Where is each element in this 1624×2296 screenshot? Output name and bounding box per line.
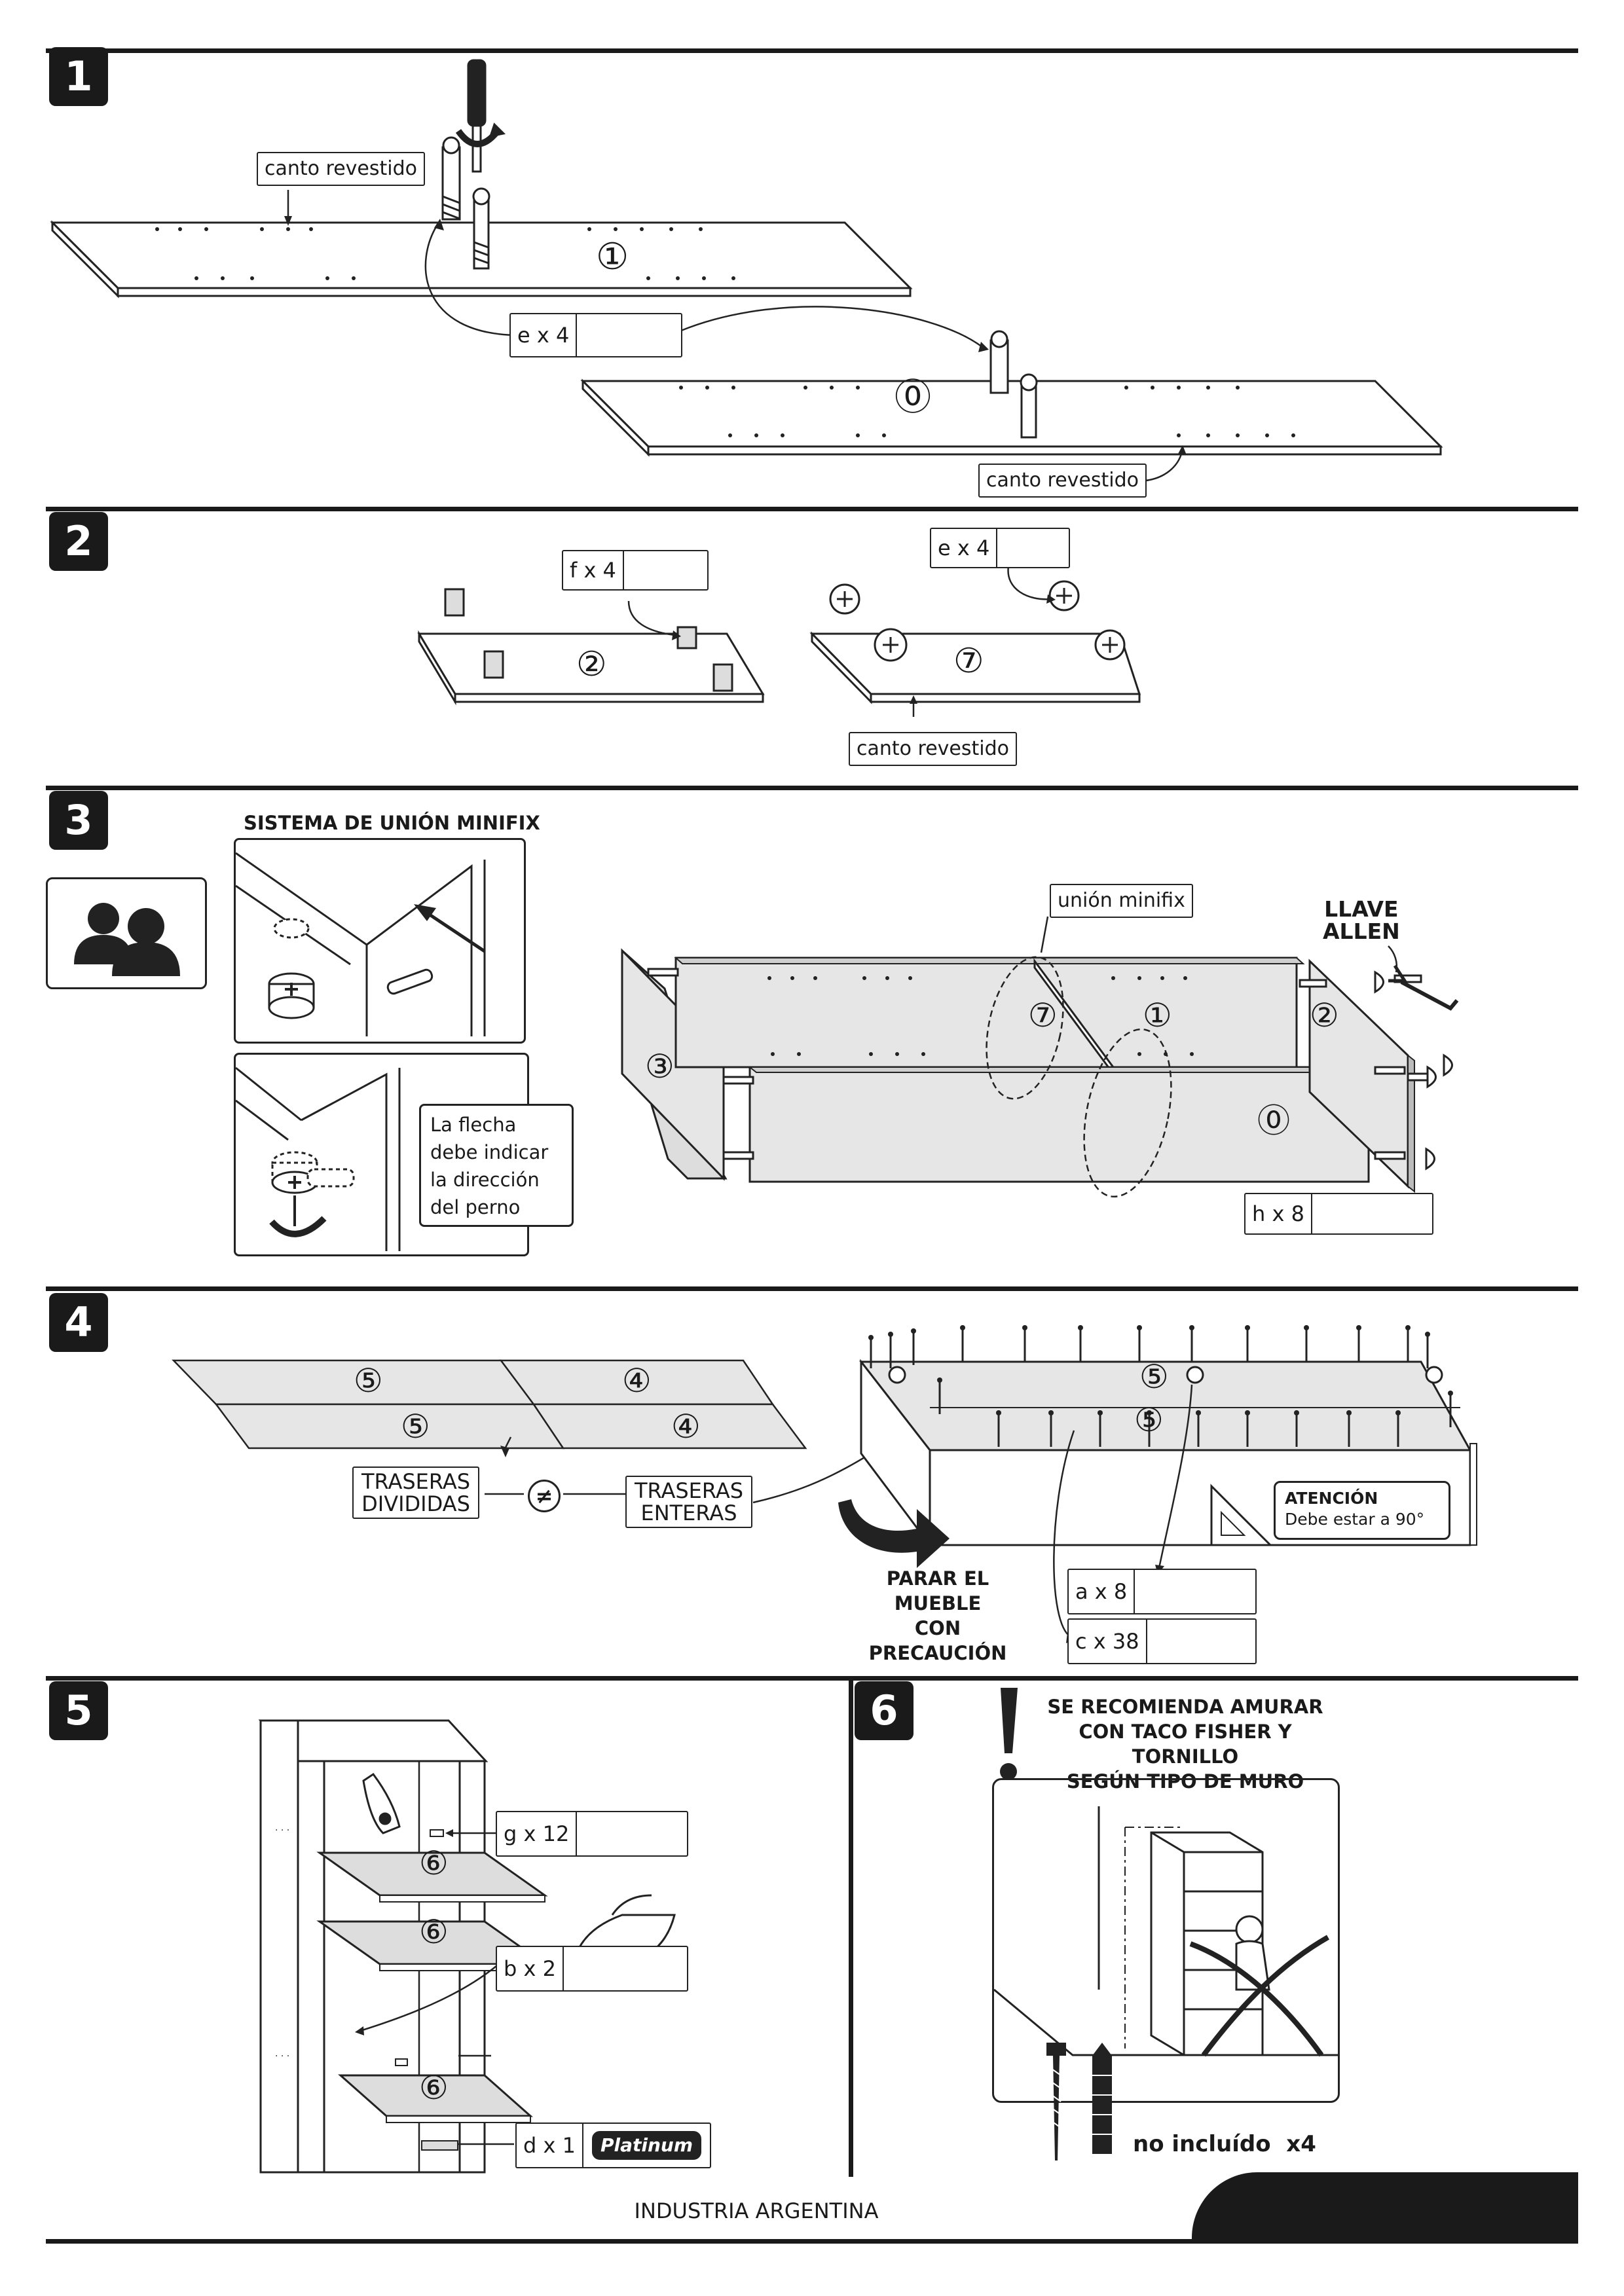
fitting-c-box: c x 38 — [1067, 1618, 1257, 1664]
footer-black-tab — [1192, 2172, 1578, 2241]
not-equal-symbol: ≠ — [528, 1480, 561, 1512]
fitting-h-quantity: h x 8 — [1246, 1194, 1312, 1233]
edge-strip-icon — [564, 1947, 687, 1990]
arrow-note-line-3: la dirección — [430, 1169, 540, 1191]
footer-origin: INDUSTRIA ARGENTINA — [634, 2198, 879, 2223]
canto-revestido-label-step2: canto revestido — [849, 732, 1018, 766]
fitting-e-quantity: e x 4 — [511, 314, 578, 356]
fitting-f-quantity: f x 4 — [563, 551, 624, 589]
minifix-union-label: unión minifix — [1050, 884, 1193, 918]
arrow-note-line-2: debe indicar — [430, 1141, 549, 1163]
section-rule-1 — [46, 48, 1578, 53]
arrow-note-line-4: del perno — [430, 1196, 521, 1218]
step-number-1: 1 — [49, 47, 108, 106]
caution-line-2: CON PRECAUCIÓN — [868, 1617, 1007, 1664]
section-rule-5 — [46, 1676, 1578, 1681]
not-included-note: no incluído x4 — [1133, 2131, 1316, 2157]
fitting-d-quantity: d x 1 — [517, 2124, 583, 2167]
back-part-5-bottom: ⑤ — [401, 1408, 430, 1446]
fitting-b-box: b x 2 — [496, 1946, 688, 1992]
attention-title: ATENCIÓN — [1285, 1489, 1378, 1508]
allen-key-line-1: LLAVE — [1324, 896, 1399, 922]
allen-key-line-2: ALLEN — [1323, 919, 1400, 944]
section-rule-2 — [46, 507, 1578, 511]
canto-revestido-label-top: canto revestido — [257, 152, 426, 186]
part-1-carcass-label: ① — [1143, 996, 1172, 1034]
canto-revestido-label-bottom: canto revestido — [978, 464, 1147, 498]
part-2-carcass-label: ② — [1310, 996, 1339, 1034]
fitting-c-quantity: c x 38 — [1069, 1620, 1147, 1663]
warning-line-1: SE RECOMIENDA AMURAR — [1047, 1696, 1323, 1718]
arrow-note-line-1: La flecha — [430, 1114, 517, 1136]
caution-line-1: PARAR EL MUEBLE — [886, 1567, 989, 1614]
attention-box: ATENCIÓN Debe estar a 90° — [1274, 1481, 1450, 1540]
svg-text:· · ·: · · · — [275, 1825, 289, 1836]
part-0-carcass-label: ⓪ — [1257, 1102, 1290, 1140]
section-divider-vertical — [849, 1676, 853, 2177]
traseras-enteras-label: TRASERAS ENTERAS — [625, 1476, 752, 1528]
minifix-detail-box-1 — [234, 838, 526, 1044]
fitting-b-quantity: b x 2 — [497, 1947, 564, 1990]
step-number-6: 6 — [855, 1681, 913, 1740]
part-7-label: ⑦ — [953, 642, 984, 681]
tipping-warning-frame — [992, 1778, 1340, 2103]
warning-exclamation-icon — [994, 1688, 1020, 1786]
back-part-4-bottom: ④ — [671, 1408, 701, 1446]
part-1-label: ① — [596, 236, 629, 278]
part-0-label: ⓪ — [895, 376, 931, 419]
back-part-4-top: ④ — [622, 1362, 652, 1400]
frame-part-5-top: ⑤ — [1139, 1358, 1169, 1396]
allen-key-label: LLAVE ALLEN — [1323, 898, 1400, 943]
fitting-h-box: h x 8 — [1244, 1193, 1433, 1235]
fitting-g-quantity: g x 12 — [497, 1812, 578, 1855]
section-rule-4 — [46, 1286, 1578, 1291]
arrow-direction-note: La flecha debe indicar la dirección del … — [419, 1104, 574, 1227]
shelf-part-6-middle: ⑥ — [419, 1913, 449, 1951]
fitting-a-box: a x 8 — [1067, 1569, 1257, 1614]
carcass-assembly-illustration — [621, 916, 1459, 1220]
fitting-g-box: g x 12 — [496, 1811, 688, 1857]
section-rule-3 — [46, 786, 1578, 790]
warning-line-3: SEGÚN TIPO DE MURO — [1066, 1770, 1304, 1793]
wall-anchor-warning: SE RECOMIENDA AMURAR CON TACO FISHER Y T… — [1025, 1694, 1346, 1794]
fitting-d-box: d x 1 Platinum — [515, 2123, 711, 2168]
svg-text:· · ·: · · · — [275, 2051, 289, 2062]
shelves-illustration: · · · · · · — [258, 1719, 682, 2174]
caution-note: PARAR EL MUEBLE CON PRECAUCIÓN — [846, 1566, 1029, 1666]
step-number-2: 2 — [49, 512, 108, 571]
attention-text: Debe estar a 90° — [1285, 1510, 1425, 1529]
step-number-3: 3 — [49, 791, 108, 850]
frame-part-5-bottom: ⑤ — [1134, 1401, 1164, 1439]
traseras-divididas-label: TRASERAS DIVIDIDAS — [352, 1467, 479, 1519]
part-3-label: ③ — [645, 1048, 674, 1085]
fitting-e-box-step2: e x 4 — [930, 528, 1070, 568]
shelf-part-6-top: ⑥ — [419, 1844, 449, 1882]
footer-rule — [46, 2239, 1578, 2244]
platinum-logo: Platinum — [591, 2131, 701, 2160]
back-part-5-top: ⑤ — [354, 1362, 383, 1400]
screw-and-plug-icon — [1046, 2043, 1112, 2160]
traseras-divididas-line-1: TRASERAS — [361, 1469, 471, 1494]
part-7-carcass-label: ⑦ — [1028, 996, 1058, 1034]
back-panels-illustration — [172, 1359, 955, 1504]
minifix-system-title: SISTEMA DE UNIÓN MINIFIX — [244, 812, 540, 834]
traseras-divididas-line-2: DIVIDIDAS — [361, 1491, 470, 1516]
warning-line-2: CON TACO FISHER Y TORNILLO — [1079, 1721, 1292, 1768]
step-number-5: 5 — [49, 1681, 108, 1740]
traseras-enteras-line-1: TRASERAS — [634, 1478, 744, 1503]
fitting-e-box-step1: e x 4 — [509, 313, 682, 357]
fitting-e-quantity-step2: e x 4 — [931, 529, 998, 567]
shelf-pin-icon — [577, 1812, 687, 1855]
part-2-label: ② — [576, 645, 607, 684]
step-number-4: 4 — [49, 1293, 108, 1352]
fitting-a-quantity: a x 8 — [1069, 1570, 1135, 1613]
two-people-icon — [46, 877, 207, 989]
fitting-f-box: f x 4 — [562, 550, 709, 591]
traseras-enteras-line-2: ENTERAS — [640, 1501, 737, 1525]
shelf-part-6-bottom: ⑥ — [419, 2069, 449, 2107]
